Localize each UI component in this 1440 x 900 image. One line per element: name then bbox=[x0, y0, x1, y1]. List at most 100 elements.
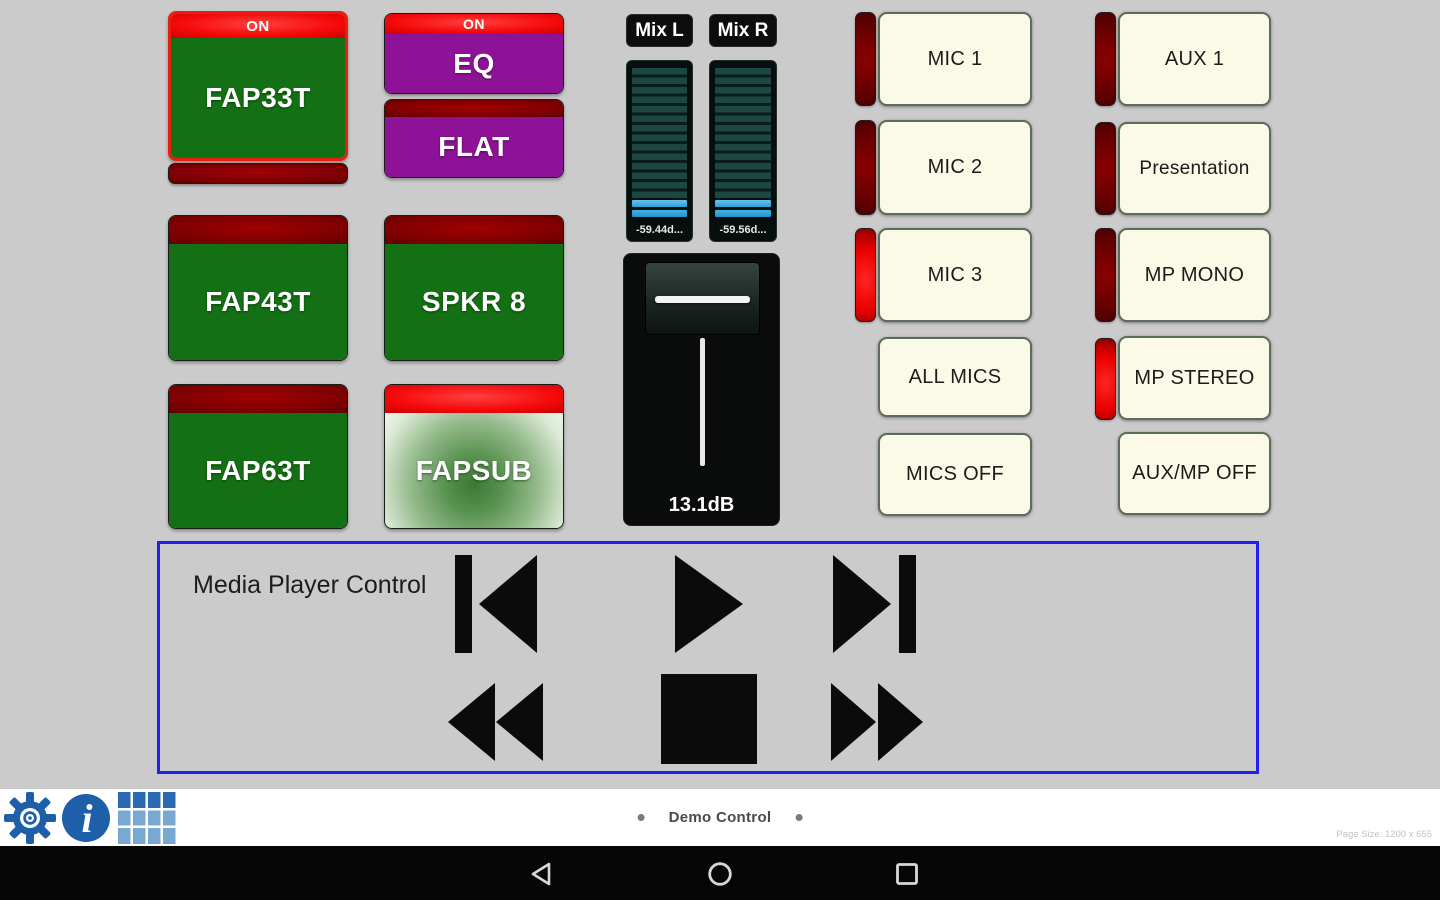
media-player-panel: Media Player Control bbox=[157, 541, 1259, 774]
mic3-status-led bbox=[855, 228, 876, 322]
mix-right-text: Mix R bbox=[717, 19, 769, 41]
mics-off-button[interactable]: MICS OFF bbox=[878, 433, 1032, 516]
android-home-button[interactable] bbox=[707, 861, 733, 887]
info-icon: i bbox=[62, 794, 110, 842]
rewind-icon bbox=[448, 683, 543, 761]
page-size-label: Page Size: 1200 x 655 bbox=[1336, 829, 1432, 840]
mp-mono-status-led bbox=[1095, 228, 1116, 322]
android-navigation-bar bbox=[0, 846, 1440, 900]
flat-label: FLAT bbox=[438, 131, 510, 162]
fap43t-label: FAP43T bbox=[205, 286, 311, 317]
next-track-icon bbox=[833, 555, 916, 653]
fader-handle-grip bbox=[655, 296, 750, 303]
flat-button[interactable]: FLAT bbox=[384, 99, 564, 178]
presentation-button[interactable]: Presentation bbox=[1118, 122, 1271, 215]
mic3-button[interactable]: MIC 3 bbox=[878, 228, 1032, 322]
home-icon bbox=[708, 862, 732, 886]
mp-mono-label: MP MONO bbox=[1144, 263, 1245, 286]
mix-right-label: Mix R bbox=[709, 14, 777, 47]
page-title-area: Demo Control bbox=[637, 809, 803, 826]
mp-stereo-status-led bbox=[1095, 338, 1116, 420]
page-grid-button[interactable] bbox=[118, 792, 176, 844]
speaker-button-fap33t[interactable]: ON FAP33T bbox=[168, 11, 348, 161]
meter-unlit-segments bbox=[715, 68, 771, 198]
presentation-status-led bbox=[1095, 122, 1116, 215]
fap33t-label: FAP33T bbox=[205, 82, 311, 113]
rewind-button[interactable] bbox=[448, 683, 543, 761]
mix-right-level-meter: -59.56d... bbox=[709, 60, 777, 242]
fapsub-label: FAPSUB bbox=[415, 454, 533, 486]
mic3-label: MIC 3 bbox=[927, 263, 983, 286]
gear-icon bbox=[4, 792, 56, 844]
mix-left-level-meter: -59.44d... bbox=[626, 60, 693, 242]
svg-text:i: i bbox=[81, 796, 92, 841]
fap63t-label: FAP63T bbox=[205, 454, 311, 486]
eq-on-banner: ON bbox=[385, 14, 563, 34]
fader-db-value: 13.1dB bbox=[668, 494, 735, 516]
fast-forward-icon bbox=[831, 683, 923, 761]
aux-mp-off-button[interactable]: AUX/MP OFF bbox=[1118, 432, 1271, 515]
stop-button[interactable] bbox=[661, 674, 757, 764]
volume-fader[interactable]: 13.1dB bbox=[623, 253, 780, 526]
page-dot-right bbox=[795, 814, 803, 821]
mics-off-label: MICS OFF bbox=[906, 463, 1004, 485]
fap33t-on-label: ON bbox=[246, 17, 270, 35]
mic2-button[interactable]: MIC 2 bbox=[878, 120, 1032, 215]
android-recents-button[interactable] bbox=[894, 861, 920, 887]
android-back-button[interactable] bbox=[528, 861, 554, 887]
presentation-label: Presentation bbox=[1139, 157, 1250, 179]
meter-lit-segment bbox=[715, 210, 771, 217]
previous-track-button[interactable] bbox=[455, 555, 537, 653]
aux1-label: AUX 1 bbox=[1164, 47, 1225, 70]
mic1-label: MIC 1 bbox=[927, 47, 983, 70]
eq-button[interactable]: ON EQ bbox=[384, 13, 564, 94]
eq-on-label: ON bbox=[463, 16, 485, 32]
all-mics-button[interactable]: ALL MICS bbox=[878, 337, 1032, 417]
mp-stereo-label: MP STEREO bbox=[1134, 366, 1255, 389]
fast-forward-button[interactable] bbox=[831, 683, 923, 761]
play-button[interactable] bbox=[675, 555, 743, 653]
aux1-button[interactable]: AUX 1 bbox=[1118, 12, 1271, 106]
mic2-label: MIC 2 bbox=[927, 156, 983, 178]
stop-icon bbox=[661, 674, 757, 764]
mix-right-db-value: -59.56d... bbox=[719, 224, 767, 236]
page-dot-left bbox=[637, 814, 645, 821]
meter-lit-segment bbox=[715, 200, 771, 207]
next-track-button[interactable] bbox=[833, 555, 916, 653]
mp-stereo-button[interactable]: MP STEREO bbox=[1118, 336, 1271, 420]
fapsub-status-banner bbox=[385, 385, 563, 413]
fader-handle[interactable] bbox=[645, 262, 760, 335]
mic2-status-led bbox=[855, 120, 876, 215]
spkr8-label: SPKR 8 bbox=[421, 286, 527, 317]
info-button[interactable]: i bbox=[60, 792, 112, 844]
fap43t-status-banner bbox=[169, 216, 347, 244]
speaker-button-fap63t[interactable]: FAP63T bbox=[168, 384, 348, 529]
page-title: Demo Control bbox=[668, 809, 772, 826]
speaker-button-fap43t[interactable]: FAP43T bbox=[168, 215, 348, 361]
back-icon bbox=[531, 862, 551, 886]
fap33t-on-banner: ON bbox=[171, 14, 345, 38]
media-player-title: Media Player Control bbox=[193, 571, 427, 599]
meter-lit-segment bbox=[632, 210, 687, 217]
mix-left-db-value: -59.44d... bbox=[635, 224, 684, 236]
aux-mp-off-label: AUX/MP OFF bbox=[1132, 462, 1257, 484]
settings-button[interactable] bbox=[4, 792, 56, 844]
speaker-button-fapsub[interactable]: FAPSUB bbox=[384, 384, 564, 529]
page-grid-icon bbox=[118, 792, 176, 844]
mp-mono-button[interactable]: MP MONO bbox=[1118, 228, 1271, 322]
app-footer-bar: i Demo Control Page Size: bbox=[0, 789, 1440, 846]
play-icon bbox=[675, 555, 743, 653]
fader-track bbox=[700, 338, 705, 466]
meter-lit-segment bbox=[632, 200, 687, 207]
spkr8-status-banner bbox=[385, 216, 563, 244]
fap63t-status-banner bbox=[169, 385, 347, 413]
recents-icon bbox=[896, 863, 918, 885]
flat-status-banner bbox=[385, 100, 563, 117]
aux1-status-led bbox=[1095, 12, 1116, 106]
mic1-button[interactable]: MIC 1 bbox=[878, 12, 1032, 106]
speaker-button-spkr8[interactable]: SPKR 8 bbox=[384, 215, 564, 361]
previous-track-icon bbox=[455, 555, 537, 653]
mix-left-text: Mix L bbox=[635, 19, 684, 41]
fap33t-mute-bar bbox=[168, 163, 348, 184]
